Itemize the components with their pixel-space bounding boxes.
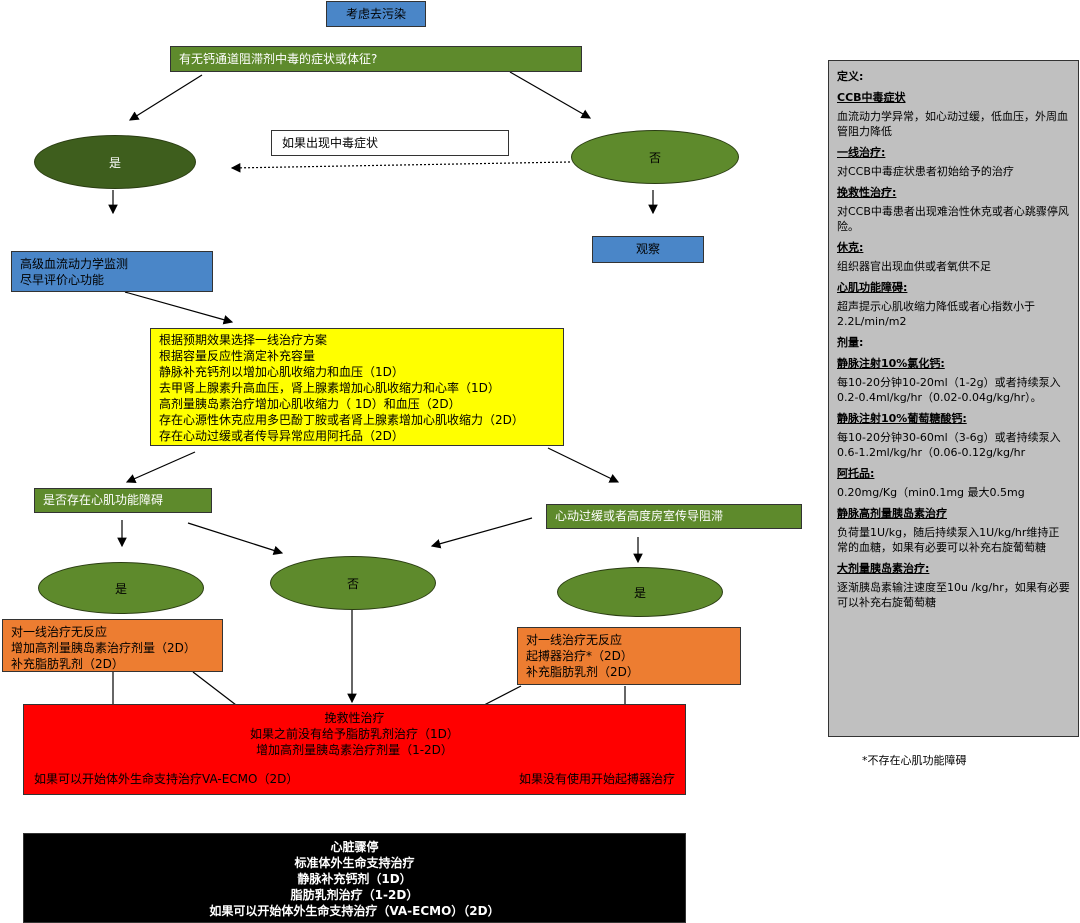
right-action-line: 对一线治疗无反应 [526, 633, 623, 647]
monitor-line: 尽早评价心功能 [20, 273, 105, 287]
yes-ellipse-left: 是 [38, 562, 204, 614]
definition-term: 休克: [837, 241, 864, 254]
first-line-item: 静脉补充钙剂以增加心肌收缩力和血压（1D） [159, 365, 404, 379]
first-line-item: 存在心源性休克应用多巴酚丁胺或者肾上腺素增加心肌收缩力（2D） [159, 413, 524, 427]
arrest-line: 如果可以开始体外生命支持治疗（VA-ECMO）（2D） [209, 904, 500, 918]
observe-text: 观察 [635, 242, 660, 256]
arrow-firstline-to-myocardial [125, 451, 196, 484]
arrest-line: 脂肪乳剂治疗（1-2D） [290, 888, 419, 902]
left-action-box: 对一线治疗无反应 增加高剂量胰岛素治疗剂量（2D） 补充脂肪乳剂（2D） [2, 619, 223, 672]
arrow-brady-to-no [430, 517, 533, 549]
if-symptoms-text: 如果出现中毒症状 [282, 136, 379, 150]
dose-desc: 负荷量1U/kg，随后持续泵入1U/kg/hr维持正常的血糖，如果有必要可以补充… [837, 526, 1060, 554]
no-ellipse-top: 否 [571, 130, 739, 184]
first-line-item: 去甲肾上腺素升高血压，肾上腺素增加心肌收缩力和心率（1D） [159, 381, 500, 395]
decontaminate-box: 考虑去污染 [326, 1, 426, 27]
dose-term: 静脉高剂量胰岛素治疗 [837, 507, 947, 520]
dose-desc: 每10-20分钟30-60ml（3-6g）或者持续泵入0.6-1.2ml/kg/… [837, 431, 1061, 459]
yes-ellipse-top: 是 [34, 135, 196, 189]
dose-header: 剂量: [837, 336, 864, 349]
arrest-line: 心脏骤停 [330, 840, 379, 854]
monitor-line: 高级血流动力学监测 [20, 257, 129, 271]
yes-label: 是 [633, 585, 646, 600]
dose-desc: 每10-20分钟10-20ml（1-2g）或者持续泵入0.2-0.4ml/kg/… [837, 376, 1061, 404]
arrow-myocardial-to-no [187, 522, 284, 556]
rescue-left-text: 如果可以开始体外生命支持治疗VA-ECMO（2D） [34, 772, 299, 786]
no-ellipse-middle: 否 [270, 556, 436, 610]
dose-term: 阿托品: [837, 467, 875, 480]
question-text: 有无钙通道阻滞剂中毒的症状或体征? [179, 52, 378, 66]
rescue-line: 如果之前没有给予脂肪乳剂治疗（1D） [250, 727, 459, 741]
first-line-box: 根据预期效果选择一线治疗方案 根据容量反应性滴定补充容量 静脉补充钙剂以增加心肌… [150, 328, 564, 446]
rescue-box: 挽救性治疗 如果之前没有给予脂肪乳剂治疗（1D） 增加高剂量胰岛素治疗剂量（1-… [23, 704, 686, 795]
dose-desc: 逐渐胰岛素输注速度至10u /kg/hr，如果有必要可以补充右旋葡萄糖 [837, 581, 1070, 609]
decontaminate-text: 考虑去污染 [345, 7, 406, 21]
left-action-line: 增加高剂量胰岛素治疗剂量（2D） [11, 641, 196, 655]
dose-term: 大剂量胰岛素治疗: [837, 562, 930, 575]
definition-term: 心肌功能障碍: [837, 281, 908, 294]
first-line-item: 根据预期效果选择一线治疗方案 [159, 333, 328, 347]
dose-desc: 0.20mg/Kg（min0.1mg 最大0.5mg [837, 486, 1025, 499]
left-action-line: 对一线治疗无反应 [11, 625, 108, 639]
right-action-line: 补充脂肪乳剂（2D） [526, 665, 639, 679]
arrow-question-to-no [509, 71, 592, 119]
question-box: 有无钙通道阻滞剂中毒的症状或体征? [170, 46, 582, 72]
no-label: 否 [648, 150, 661, 165]
arrest-line: 静脉补充钙剂（1D） [297, 872, 412, 886]
cardiac-arrest-box: 心脏骤停 标准体外生命支持治疗 静脉补充钙剂（1D） 脂肪乳剂治疗（1-2D） … [23, 833, 686, 923]
rescue-line: 挽救性治疗 [324, 711, 385, 725]
arrow-question-to-yes [128, 74, 203, 121]
arrow-monitor-to-firstline [124, 291, 234, 325]
right-action-box: 对一线治疗无反应 起搏器治疗*（2D） 补充脂肪乳剂（2D） [517, 627, 741, 685]
yes-label: 是 [108, 155, 121, 170]
left-action-line: 补充脂肪乳剂（2D） [11, 657, 124, 671]
definition-desc: 对CCB中毒患者出现难治性休克或者心跳骤停风险。 [837, 205, 1069, 233]
rescue-line: 增加高剂量胰岛素治疗剂量（1-2D） [256, 743, 453, 757]
monitor-box: 高级血流动力学监测 尽早评价心功能 [11, 251, 213, 292]
definition-term: 挽救性治疗: [837, 186, 897, 199]
definition-desc: 超声提示心肌收缩力降低或者心指数小于2.2L/min/m2 [837, 300, 1035, 328]
right-action-line: 起搏器治疗*（2D） [526, 649, 633, 663]
observe-box: 观察 [592, 236, 704, 263]
definition-desc: 组织器官出现血供或者氧供不足 [837, 260, 991, 273]
yes-label: 是 [114, 581, 127, 596]
definition-term: 一线治疗: [837, 146, 886, 159]
first-line-item: 根据容量反应性滴定补充容量 [159, 349, 316, 363]
dose-term: 静脉注射10%葡萄糖酸钙: [837, 412, 967, 425]
brady-question-text: 心动过缓或者高度房室传导阻滞 [555, 509, 724, 523]
no-label: 否 [346, 576, 359, 591]
first-line-item: 存在心动过缓或者传导异常应用阿托品（2D） [159, 429, 404, 443]
arrow-firstline-to-brady [547, 447, 620, 483]
myocardial-question-box: 是否存在心肌功能障碍 [34, 488, 212, 513]
definitions-panel: 定义: CCB中毒症状 血流动力学异常，如心动过缓，低血压，外周血管阻力降低 一… [828, 60, 1079, 737]
first-line-item: 高剂量胰岛素治疗增加心肌收缩力（ 1D）和血压（2D） [159, 397, 461, 411]
yes-ellipse-right: 是 [557, 567, 723, 617]
definitions-header: 定义: [837, 70, 864, 83]
arrow-no-to-yes-dotted [230, 161, 571, 173]
footnote: *不存在心肌功能障碍 [862, 754, 967, 767]
if-symptoms-box: 如果出现中毒症状 [271, 130, 509, 156]
myocardial-question-text: 是否存在心肌功能障碍 [43, 493, 164, 507]
definition-term: CCB中毒症状 [837, 91, 906, 104]
brady-question-box: 心动过缓或者高度房室传导阻滞 [546, 504, 802, 529]
definition-desc: 对CCB中毒症状患者初始给予的治疗 [837, 165, 1014, 178]
dose-term: 静脉注射10%氯化钙: [837, 357, 945, 370]
rescue-right-text: 如果没有使用开始起搏器治疗 [518, 772, 675, 786]
definition-desc: 血流动力学异常，如心动过缓，低血压，外周血管阻力降低 [837, 110, 1068, 138]
arrest-line: 标准体外生命支持治疗 [294, 856, 415, 870]
